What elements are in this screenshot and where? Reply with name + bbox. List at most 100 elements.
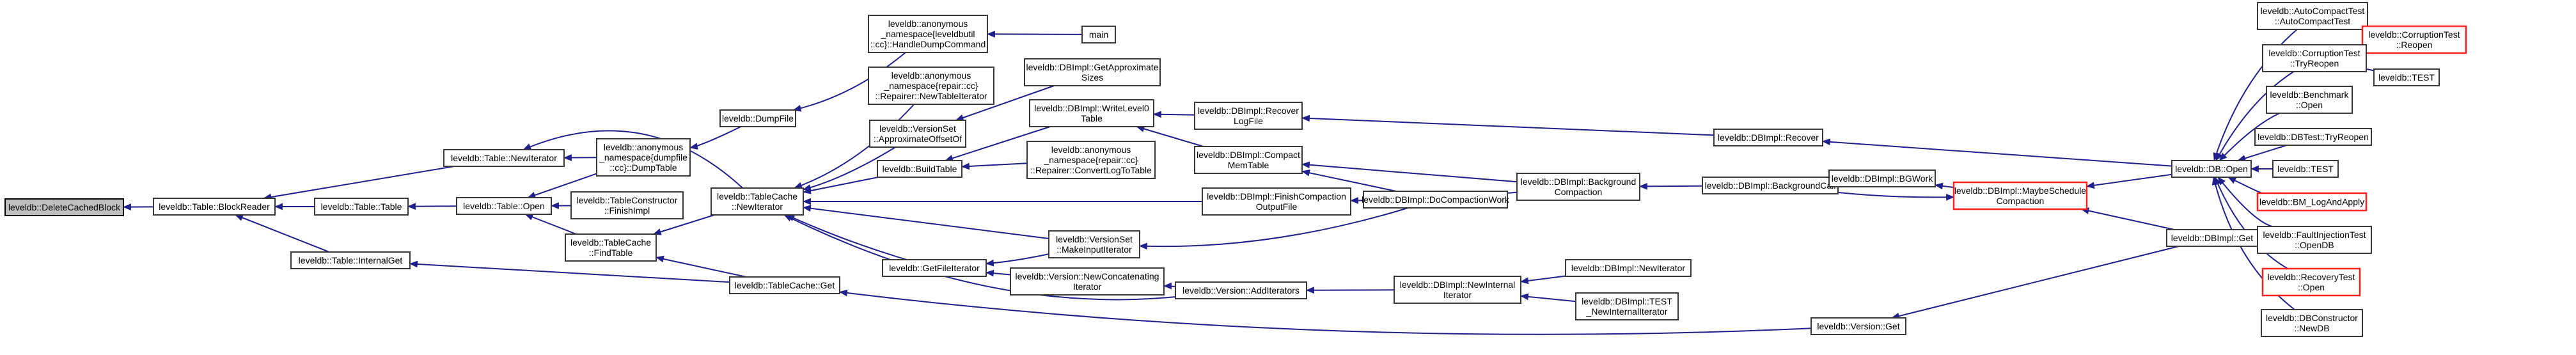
node-dbimpl-background-compaction-box[interactable] (1516, 173, 1640, 201)
node-version-set-approximate-offset-of-box[interactable] (869, 120, 966, 148)
node-table-table-box[interactable] (314, 198, 409, 216)
node-anon-dumpfile-dump-table-box[interactable] (596, 138, 691, 177)
node-benchmark-open[interactable]: leveldb::Benchmark::Open (2266, 86, 2353, 114)
node-dbimpl-test-new-internal-iterator[interactable]: leveldb::DBImpl::TEST_NewInternalIterato… (1575, 292, 1679, 320)
node-table-open[interactable]: leveldb::Table::Open (456, 197, 552, 215)
node-table-open-box[interactable] (456, 197, 552, 215)
node-bm-log-and-apply-box[interactable] (2256, 192, 2368, 212)
node-fault-injection-test-open-db-box[interactable] (2257, 226, 2372, 254)
node-db-constructor-new-db[interactable]: leveldb::DBConstructor::NewDB (2261, 309, 2363, 337)
node-anon-repair-repairer-convert-log-to-table[interactable]: leveldb::anonymous_namespace{repair::cc}… (1026, 141, 1156, 179)
node-dbimpl-background-call-box[interactable] (1702, 177, 1839, 194)
node-corruption-test-reopen-box[interactable] (2361, 25, 2467, 54)
node-anon-leveldbutil-handle-dump-command-box[interactable] (868, 15, 988, 53)
node-table-internal-get[interactable]: leveldb::Table::InternalGet (290, 251, 411, 269)
node-delete-cached-block-box[interactable] (4, 198, 124, 216)
node-corruption-test-reopen[interactable]: leveldb::CorruptionTest::Reopen (2361, 25, 2467, 54)
node-db-constructor-new-db-box[interactable] (2261, 309, 2363, 337)
node-anon-repair-repairer-convert-log-to-table-box[interactable] (1026, 141, 1156, 179)
node-table-block-reader-box[interactable] (153, 198, 276, 216)
node-table-cache-find-table-box[interactable] (565, 233, 657, 262)
node-test-corruption[interactable]: leveldb::TEST (2373, 68, 2440, 86)
node-test-corruption-box[interactable] (2373, 68, 2440, 86)
node-version-get[interactable]: leveldb::Version::Get (1810, 317, 1906, 335)
node-dbimpl-bgwork[interactable]: leveldb::DBImpl::BGWork (1828, 170, 1936, 187)
node-dbimpl-new-iterator[interactable]: leveldb::DBImpl::NewIterator (1565, 259, 1692, 277)
node-dbimpl-bgwork-box[interactable] (1828, 170, 1936, 187)
node-dbimpl-write-level0-table-box[interactable] (1029, 99, 1154, 127)
node-table-new-iterator-box[interactable] (443, 149, 565, 167)
node-dbimpl-background-call[interactable]: leveldb::DBImpl::BackgroundCall (1702, 177, 1839, 194)
node-build-table[interactable]: leveldb::BuildTable (877, 160, 962, 178)
node-table-table[interactable]: leveldb::Table::Table (314, 198, 409, 216)
node-fault-injection-test-open-db[interactable]: leveldb::FaultInjectionTest::OpenDB (2257, 226, 2372, 254)
node-anon-repair-repairer-new-table-iterator-box[interactable] (868, 67, 994, 105)
node-table-cache-get-box[interactable] (729, 276, 840, 294)
node-dbimpl-recover[interactable]: leveldb::DBImpl::Recover (1713, 129, 1823, 146)
node-dbimpl-recover-log-file-box[interactable] (1194, 102, 1303, 130)
node-corruption-test-try-reopen-box[interactable] (2262, 44, 2367, 72)
node-table-cache-new-iterator-box[interactable] (711, 187, 804, 216)
node-dbimpl-recover-box[interactable] (1713, 129, 1823, 146)
node-get-file-iterator[interactable]: leveldb::GetFileIterator (882, 259, 987, 277)
node-version-set-make-input-iterator-box[interactable] (1048, 230, 1140, 258)
node-table-cache-get[interactable]: leveldb::TableCache::Get (729, 276, 840, 294)
node-get-file-iterator-box[interactable] (882, 259, 987, 277)
node-dbimpl-new-internal-iterator-box[interactable] (1394, 276, 1521, 304)
node-main[interactable]: main (1081, 26, 1116, 43)
node-version-add-iterators-box[interactable] (1175, 281, 1307, 299)
node-table-block-reader[interactable]: leveldb::Table::BlockReader (153, 198, 276, 216)
node-main-box[interactable] (1081, 26, 1116, 43)
node-db-open-box[interactable] (2171, 160, 2252, 178)
node-version-add-iterators[interactable]: leveldb::Version::AddIterators (1175, 281, 1307, 299)
node-version-new-concatenating-iterator-box[interactable] (1010, 267, 1165, 296)
node-dbimpl-do-compaction-work[interactable]: leveldb::DBImpl::DoCompactionWork (1362, 191, 1510, 209)
node-dbimpl-finish-compaction-output-file-box[interactable] (1202, 187, 1351, 216)
node-anon-leveldbutil-handle-dump-command[interactable]: leveldb::anonymous_namespace{leveldbutil… (868, 15, 988, 53)
node-dbimpl-maybe-schedule-compaction-box[interactable] (1952, 181, 2088, 210)
node-table-constructor-finish-impl[interactable]: leveldb::TableConstructor::FinishImpl (570, 191, 684, 219)
node-anon-repair-repairer-new-table-iterator[interactable]: leveldb::anonymous_namespace{repair::cc}… (868, 67, 994, 105)
node-auto-compact-test-ctor[interactable]: leveldb::AutoCompactTest::AutoCompactTes… (2257, 2, 2368, 30)
node-dbtest-try-reopen-box[interactable] (2254, 128, 2372, 146)
node-table-constructor-finish-impl-box[interactable] (570, 191, 684, 219)
node-dbimpl-get-box[interactable] (2166, 229, 2258, 247)
node-db-open[interactable]: leveldb::DB::Open (2171, 160, 2252, 178)
node-table-new-iterator[interactable]: leveldb::Table::NewIterator (443, 149, 565, 167)
node-build-table-box[interactable] (877, 160, 962, 178)
node-test-db-open-box[interactable] (2272, 160, 2339, 178)
node-dbimpl-do-compaction-work-box[interactable] (1363, 191, 1508, 209)
node-dbimpl-new-iterator-box[interactable] (1565, 259, 1692, 277)
node-dbimpl-get-approximate-sizes-box[interactable] (1024, 58, 1161, 86)
node-dump-file[interactable]: leveldb::DumpFile (719, 109, 796, 127)
node-dbimpl-get[interactable]: leveldb::DBImpl::Get (2166, 229, 2258, 247)
node-dbimpl-test-new-internal-iterator-box[interactable] (1575, 292, 1679, 320)
node-dbtest-try-reopen[interactable]: leveldb::DBTest::TryReopen (2254, 128, 2372, 146)
node-test-db-open[interactable]: leveldb::TEST (2272, 160, 2339, 178)
node-recovery-test-open-box[interactable] (2261, 267, 2361, 297)
node-delete-cached-block[interactable]: leveldb::DeleteCachedBlock (4, 198, 124, 216)
node-version-set-approximate-offset-of[interactable]: leveldb::VersionSet::ApproximateOffsetOf (869, 120, 966, 148)
node-dbimpl-compact-mem-table-box[interactable] (1194, 146, 1303, 174)
node-bm-log-and-apply[interactable]: leveldb::BM_LogAndApply (2256, 192, 2368, 212)
node-recovery-test-open[interactable]: leveldb::RecoveryTest::Open (2261, 267, 2361, 297)
node-version-get-box[interactable] (1810, 317, 1906, 335)
node-auto-compact-test-ctor-box[interactable] (2257, 2, 2368, 30)
node-table-cache-find-table[interactable]: leveldb::TableCache::FindTable (565, 233, 657, 262)
node-table-cache-new-iterator[interactable]: leveldb::TableCache::NewIterator (711, 187, 804, 216)
node-corruption-test-try-reopen[interactable]: leveldb::CorruptionTest::TryReopen (2262, 44, 2367, 72)
node-benchmark-open-box[interactable] (2266, 86, 2353, 114)
node-version-set-make-input-iterator[interactable]: leveldb::VersionSet::MakeInputIterator (1048, 230, 1140, 258)
node-anon-dumpfile-dump-table[interactable]: leveldb::anonymous_namespace{dumpfile::c… (596, 138, 691, 177)
node-table-internal-get-box[interactable] (290, 251, 411, 269)
node-dump-file-box[interactable] (719, 109, 796, 127)
